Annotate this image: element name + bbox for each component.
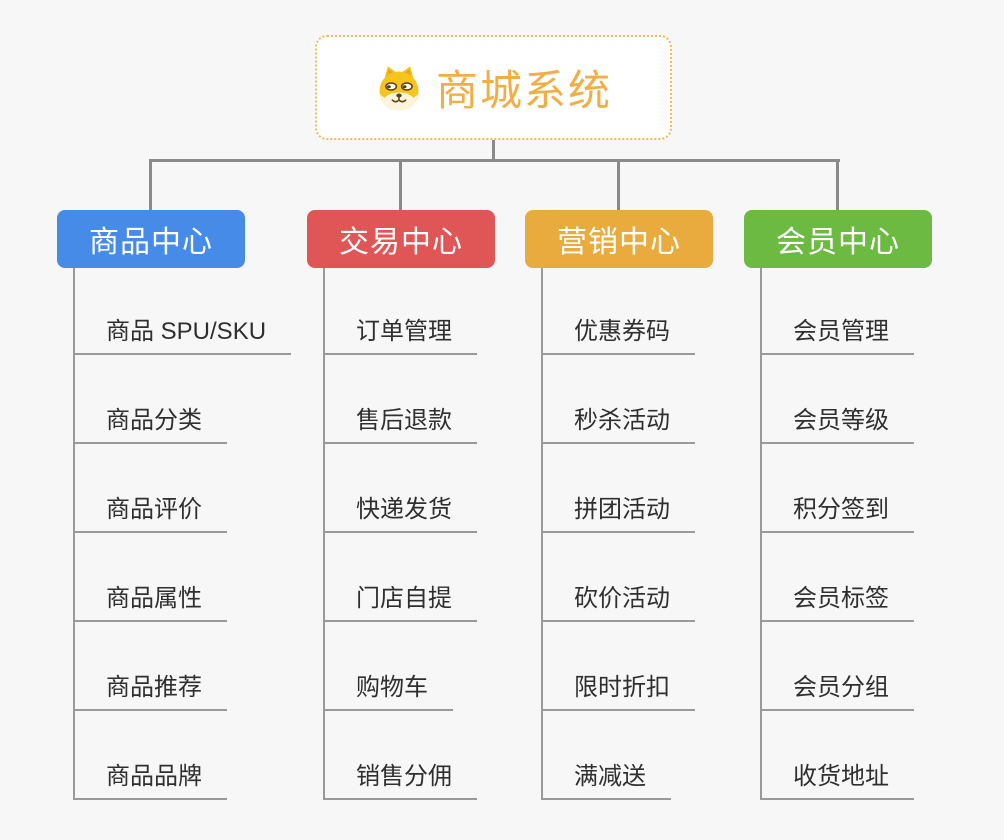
connector-bus [150,159,840,162]
leaf-node[interactable]: 快递发货 [323,489,477,533]
leaf-node[interactable]: 积分签到 [760,489,914,533]
leaf-node[interactable]: 商品分类 [73,400,227,444]
branch-column-member-center: 会员管理 会员等级 积分签到 会员标签 会员分组 收货地址 [760,266,1000,800]
leaf-node[interactable]: 商品推荐 [73,667,227,711]
leaf-node[interactable]: 砍价活动 [541,578,695,622]
connector-drop-trade [399,159,402,210]
branch-node-trade-center[interactable]: 交易中心 [307,210,495,268]
connector-root-stub [492,140,495,162]
leaf-node[interactable]: 优惠券码 [541,311,695,355]
leaf-node[interactable]: 满减送 [541,756,671,800]
leaf-node[interactable]: 限时折扣 [541,667,695,711]
branch-spine [760,266,762,800]
connector-drop-members [836,159,839,210]
leaf-node[interactable]: 商品 SPU/SKU [73,311,292,355]
leaf-node[interactable]: 商品评价 [73,489,227,533]
shiba-dog-icon [379,65,419,110]
leaf-node[interactable]: 会员分组 [760,667,914,711]
leaf-node[interactable]: 售后退款 [323,400,477,444]
leaf-node[interactable]: 收货地址 [760,756,914,800]
leaf-node[interactable]: 订单管理 [323,311,477,355]
connector-drop-products [149,159,152,210]
root-node-mall-system[interactable]: 商城系统 [315,35,672,140]
leaf-node[interactable]: 门店自提 [323,578,477,622]
connector-drop-marketing [617,159,620,210]
leaf-node[interactable]: 会员管理 [760,311,914,355]
leaf-node[interactable]: 商品品牌 [73,756,227,800]
branch-spine [323,266,325,800]
branch-node-marketing-center[interactable]: 营销中心 [525,210,713,268]
leaf-node[interactable]: 会员标签 [760,578,914,622]
leaf-node[interactable]: 购物车 [323,667,453,711]
leaf-node[interactable]: 秒杀活动 [541,400,695,444]
root-title: 商城系统 [435,67,612,114]
branch-spine [541,266,543,800]
branch-node-member-center[interactable]: 会员中心 [744,210,932,268]
leaf-node[interactable]: 销售分佣 [323,756,477,800]
leaf-node[interactable]: 会员等级 [760,400,914,444]
leaf-node[interactable]: 商品属性 [73,578,227,622]
branch-node-product-center[interactable]: 商品中心 [57,210,245,268]
branch-column-marketing-center: 优惠券码 秒杀活动 拼团活动 砍价活动 限时折扣 满减送 [541,266,781,800]
branch-column-product-center: 商品 SPU/SKU 商品分类 商品评价 商品属性 商品推荐 商品品牌 [73,266,313,800]
branch-spine [73,266,75,800]
leaf-node[interactable]: 拼团活动 [541,489,695,533]
branch-column-trade-center: 订单管理 售后退款 快递发货 门店自提 购物车 销售分佣 [323,266,563,800]
